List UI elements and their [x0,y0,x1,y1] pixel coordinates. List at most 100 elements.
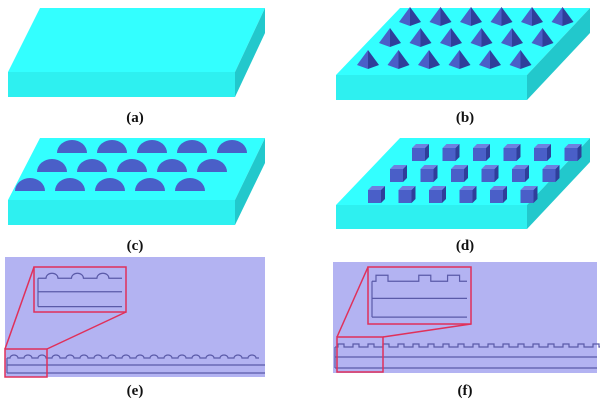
pyramid-left-face [429,7,441,26]
pyramid-left-face [509,50,521,69]
panel-label-d: (d) [456,238,474,254]
zoom-inset-box [367,266,472,325]
pyramid-left-face [470,28,482,47]
hemisphere [97,140,127,153]
panel-label-e: (e) [127,383,144,399]
cube-side [425,144,429,161]
cube-side [516,144,521,161]
cube-top [412,144,429,148]
cube-front [512,169,525,182]
hemisphere [55,178,85,191]
cube-front [473,148,486,161]
cube-front [481,169,495,182]
zoom-source-box [336,336,384,373]
slab-front-face [8,72,235,97]
panel-label-a: (a) [126,110,144,126]
cube-top [390,165,407,169]
pyramid-right-face [459,50,471,69]
pyramid-right-face [562,7,574,26]
hemisphere [177,140,207,153]
pyramid-right-face [471,7,482,26]
hemisphere [157,159,187,172]
pyramid-left-face [448,50,460,69]
inset-profile-line [38,272,122,279]
cube-top [564,144,582,148]
hemisphere [15,178,45,191]
pyramid-right-face [429,50,440,69]
pyramid-left-face [490,7,502,26]
cube-top [368,186,385,190]
cube-side [472,186,477,203]
cube-top [490,186,507,190]
cube-top [451,165,468,169]
pyramid-left-face [460,7,471,26]
cube-side [403,165,407,182]
hemisphere [217,140,247,153]
cube-top [420,165,438,169]
cube-front [503,148,517,161]
hemisphere [117,159,147,172]
cube-side [486,144,490,161]
hemisphere [37,159,67,172]
cube-side [442,186,446,203]
slab-cubes [336,138,590,229]
cube-top [481,165,499,169]
pyramid-left-face [501,28,512,47]
cube-top [429,186,446,190]
pyramid-right-face [501,7,513,26]
pyramid-left-face [387,50,399,69]
pyramid-left-face [531,28,543,47]
hemisphere [95,178,125,191]
pyramid-left-face [521,7,532,26]
cube-side [555,165,560,182]
cross-section-cubes [333,262,600,373]
pyramid-left-face [399,7,410,26]
pyramid-right-face [512,28,523,47]
cross-section-hemispheres [4,257,265,378]
hemisphere [77,159,107,172]
cube-top [520,186,538,190]
slab-top-face [8,8,265,72]
zoom-connector-line [336,266,369,338]
pyramid-right-face [420,28,432,47]
pyramid-left-face [440,28,451,47]
cube-side [411,186,416,203]
cube-side [503,186,507,203]
panel-label-f: (f) [458,383,473,399]
zoom-connector-line [46,311,127,350]
pyramid-right-face [410,7,421,26]
surface-profile-line [335,343,600,348]
pyramid-right-face [398,50,410,69]
cube-side [533,186,538,203]
cube-front [542,169,556,182]
cube-side [494,165,499,182]
cube-side [455,144,460,161]
pyramid-left-face [479,50,490,69]
slab-hemispheres [8,138,265,225]
cube-front [490,190,503,203]
cube-front [564,148,578,161]
cube-top [503,144,521,148]
cube-front [459,190,473,203]
hemisphere [57,140,87,153]
zoom-connector-line [382,323,472,338]
zoom-connector-line [4,266,35,350]
panel-label-b: (b) [456,110,474,126]
pyramid-left-face [418,50,429,69]
pyramid-right-face [490,50,501,69]
cube-front [451,169,464,182]
pyramid-right-face [368,50,379,69]
cube-top [442,144,460,148]
hemisphere [175,178,205,191]
cube-top [534,144,551,148]
pyramid-left-face [379,28,390,47]
slab-front-face [336,205,527,229]
pyramid-right-face [520,50,532,69]
surface-profile-line [7,354,259,359]
cube-front [520,190,534,203]
cube-top [459,186,477,190]
slab-side-face [235,138,265,225]
hemisphere [135,178,165,191]
slab-front-face [8,200,235,225]
pyramid-left-face [357,50,368,69]
